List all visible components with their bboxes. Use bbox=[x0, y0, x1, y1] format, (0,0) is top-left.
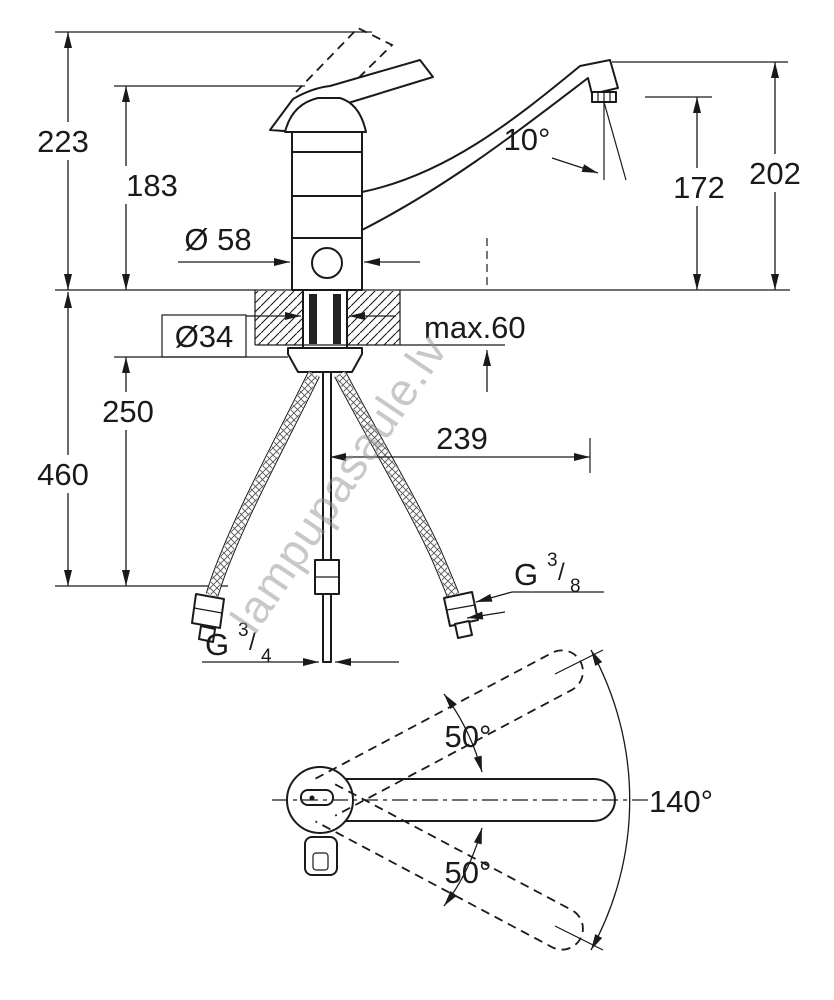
hose-thread-slash: / bbox=[558, 559, 565, 586]
hose-thread-annotation: G 3 / 8 bbox=[466, 550, 604, 620]
spout-angle-annotation: 10° bbox=[504, 101, 627, 181]
hose-connector-left bbox=[191, 593, 225, 643]
dim-223-label: 223 bbox=[37, 124, 89, 159]
flexible-hoses bbox=[191, 370, 479, 643]
top-view: 50° 50° 140° bbox=[272, 649, 713, 951]
swivel-total-label: 140° bbox=[649, 784, 713, 819]
swivel-upper-label: 50° bbox=[445, 719, 492, 754]
dim-183-label: 183 bbox=[126, 168, 178, 203]
dim-239-label: 239 bbox=[436, 421, 488, 456]
dim-250-label: 250 bbox=[102, 394, 154, 429]
dim-172-label: 172 bbox=[673, 170, 725, 205]
cartridge-dome bbox=[284, 97, 367, 133]
faucet-body bbox=[269, 26, 619, 291]
hose-thread-numerator: 3 bbox=[547, 550, 558, 571]
hose-cross-section-left bbox=[309, 294, 317, 344]
under-counter bbox=[191, 290, 479, 663]
swivel-lower-label: 50° bbox=[445, 855, 492, 890]
stud-thread-denominator: 4 bbox=[261, 646, 272, 667]
cartridge-slot bbox=[300, 789, 334, 806]
stud-thread-prefix: G bbox=[205, 627, 229, 662]
escutcheon-diameter-annotation: Ø 58 bbox=[178, 222, 420, 266]
mounting-flange bbox=[287, 347, 363, 373]
dim-202-label: 202 bbox=[749, 156, 801, 191]
spout-angle-label: 10° bbox=[504, 122, 551, 157]
hose-thread-denominator: 8 bbox=[570, 576, 581, 597]
side-view: 223 183 202 172 250 460 239 10° Ø 58 bbox=[31, 26, 807, 667]
swivel-arc bbox=[554, 649, 631, 951]
aerator bbox=[591, 91, 617, 103]
hose-thread-prefix: G bbox=[514, 557, 538, 592]
worktop bbox=[55, 289, 790, 346]
dim-460-label: 460 bbox=[37, 457, 89, 492]
threaded-stud bbox=[322, 371, 332, 663]
diameter-58-label: Ø 58 bbox=[184, 222, 251, 257]
hose-connector-right bbox=[443, 591, 479, 639]
diameter-34-label: Ø34 bbox=[175, 319, 234, 354]
mounting-hole-annotation: Ø34 bbox=[161, 312, 396, 358]
worktop-hatch-left bbox=[255, 291, 303, 345]
handle-top-view bbox=[304, 836, 338, 876]
stud-thread-numerator: 3 bbox=[238, 620, 249, 641]
stud-nut bbox=[314, 559, 340, 595]
hose-cross-section-right bbox=[333, 294, 341, 344]
worktop-hatch-right bbox=[347, 291, 400, 345]
max-60-label: max.60 bbox=[424, 310, 526, 345]
swivel-upper-arrow bbox=[443, 693, 483, 773]
pivot-dot bbox=[309, 795, 315, 801]
lever-raised-dashed bbox=[295, 26, 394, 103]
stud-thread-annotation: G 3 / 4 bbox=[202, 620, 399, 667]
stud-thread-slash: / bbox=[249, 629, 256, 656]
body-ring-detail bbox=[311, 247, 343, 279]
swivel-lower-arrow bbox=[443, 827, 483, 907]
deck-thickness-annotation: max.60 bbox=[424, 310, 526, 392]
extension-lines bbox=[55, 31, 788, 587]
dimensions: 223 183 202 172 250 460 239 10° Ø 58 bbox=[31, 32, 807, 667]
